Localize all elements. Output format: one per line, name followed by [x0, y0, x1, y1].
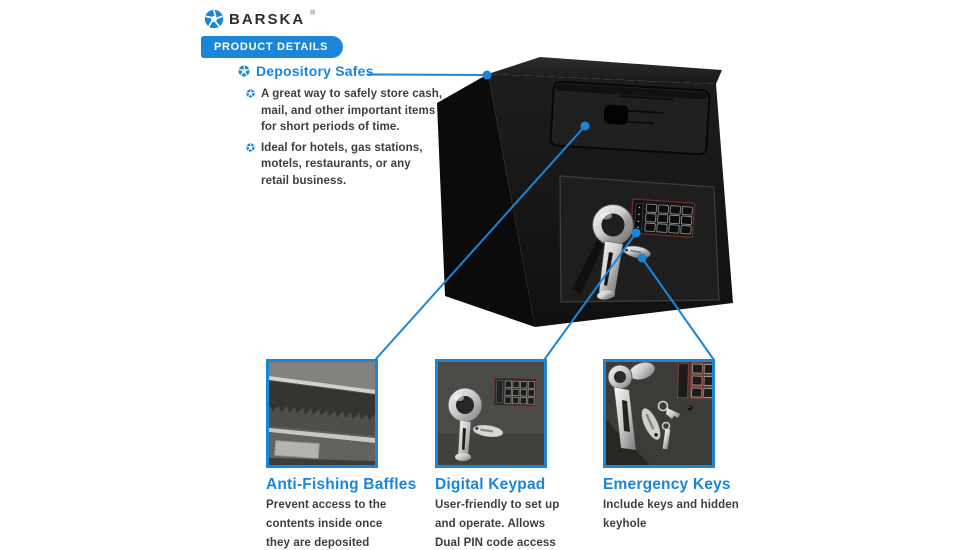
safe-keypad	[629, 198, 696, 238]
feature-bullet: A great way to safely store cash, mail, …	[246, 86, 446, 136]
feature-title: Depository Safes	[256, 63, 374, 79]
connector-dot	[637, 253, 647, 263]
safe-handle	[572, 204, 651, 300]
bullet-text: Ideal for hotels, gas stations, motels, …	[261, 141, 423, 187]
trademark-symbol: ®	[310, 9, 316, 17]
connector-line-keys	[641, 257, 715, 361]
feature-bullet: Ideal for hotels, gas stations, motels, …	[246, 140, 446, 190]
safe-door	[559, 175, 720, 303]
feature-bullet-list: A great way to safely store cash, mail, …	[246, 86, 446, 193]
anti-fishing-baffles-photo	[266, 359, 378, 468]
safe-body	[437, 57, 733, 327]
callout-title: Anti-Fishing Baffles	[266, 476, 417, 493]
brand-logo: BARSKA ®	[204, 9, 315, 29]
callout-emergency-keys: Emergency Keys Include keys and hidden k…	[603, 359, 775, 534]
aperture-shutter-icon	[204, 9, 224, 29]
drawer-handle	[603, 104, 629, 125]
aperture-bullet-icon	[238, 65, 250, 77]
aperture-bullet-icon	[246, 89, 255, 98]
feature-title-row: Depository Safes	[238, 63, 374, 79]
callout-title: Emergency Keys	[603, 476, 731, 493]
barska-handle-tag	[623, 245, 651, 259]
connector-line-title	[366, 73, 488, 76]
connector-dot	[580, 121, 590, 131]
connector-line-keypad	[543, 232, 637, 361]
callout-description: Prevent access to the contents inside on…	[266, 499, 387, 549]
digital-keypad-photo	[435, 359, 547, 468]
bullet-text: A great way to safely store cash, mail, …	[261, 88, 443, 133]
safe-drop-drawer	[549, 80, 711, 156]
product-details-badge[interactable]: PRODUCT DETAILS	[201, 36, 344, 58]
connector-dot	[482, 70, 492, 80]
callout-description: User-friendly to set up and operate. All…	[435, 499, 560, 549]
callout-anti-fishing-baffles: Anti-Fishing Baffles Prevent access to t…	[266, 359, 438, 550]
callout-title: Digital Keypad	[435, 476, 546, 493]
callout-digital-keypad: Digital Keypad User-friendly to set up a…	[435, 359, 607, 550]
callout-description: Include keys and hidden keyhole	[603, 499, 739, 530]
brand-name: BARSKA	[229, 10, 306, 28]
connector-dot	[631, 228, 641, 238]
emergency-keys-photo	[603, 359, 717, 468]
aperture-bullet-icon	[246, 142, 255, 152]
